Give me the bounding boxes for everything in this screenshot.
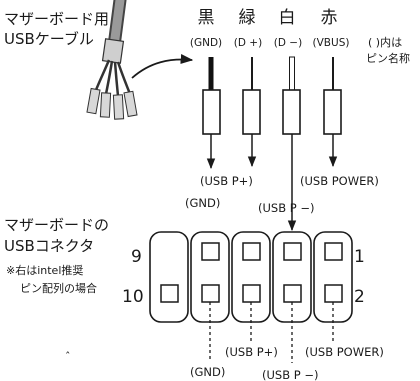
cable-label-line1: マザーボード用	[4, 10, 109, 28]
connector-slot-1	[149, 231, 189, 323]
pin-header-gnd	[202, 89, 221, 135]
wire-color-black: 黒	[198, 8, 215, 28]
pointer-arrow	[131, 53, 194, 79]
pin-header-d-minus	[282, 89, 301, 135]
top-label-usb-power: (USB POWER)	[300, 174, 379, 188]
top-label-usb-p-plus: (USB P+)	[200, 174, 253, 188]
top-label-usb-p-minus: (USB P −)	[258, 201, 314, 215]
pin-top-4	[283, 242, 302, 261]
pin-top-3	[242, 242, 261, 261]
row-number-9: 9	[131, 247, 142, 267]
pin-header-vbus	[323, 89, 342, 135]
row-number-2: 2	[354, 287, 365, 307]
pin-bottom-1	[160, 284, 179, 303]
bottom-label-gnd: (GND)	[190, 365, 225, 379]
wire-color-red: 赤	[321, 8, 338, 28]
note-line1: ( )内は	[368, 35, 402, 49]
pin-top-5	[324, 242, 343, 261]
intel-note-line2: ピン配列の場合	[20, 281, 97, 295]
pin-bottom-2	[201, 284, 220, 303]
cable-label-line2: USBケーブル	[4, 30, 94, 48]
pin-bottom-3	[242, 284, 261, 303]
wire-color-white: 白	[279, 8, 296, 28]
connector-label-line2: USBコネクタ	[4, 237, 94, 255]
bottom-label-usb-p-minus: (USB P −)	[262, 368, 318, 381]
row-number-1: 1	[354, 247, 365, 267]
pin-top-2	[201, 242, 220, 261]
row-number-10: 10	[122, 287, 144, 307]
wire-signal-d-minus: (D −)	[274, 37, 302, 49]
pin-bottom-5	[324, 284, 343, 303]
wire-signal-d-plus: (D +)	[234, 37, 262, 49]
pin-bottom-4	[283, 284, 302, 303]
stray-mark: ˆ	[65, 350, 71, 363]
intel-note-line1: ※右はintel推奨	[6, 263, 83, 277]
wire-signal-gnd: (GND)	[190, 37, 222, 49]
wire-signal-vbus: (VBUS)	[313, 37, 350, 49]
bottom-label-usb-power: (USB POWER)	[305, 345, 384, 359]
bottom-label-usb-p-plus: (USB P+)	[225, 345, 278, 359]
wire-color-green: 緑	[239, 8, 256, 28]
wire-white	[289, 56, 295, 91]
connector-label-line1: マザーボードの	[4, 216, 109, 234]
pin-header-d-plus	[242, 89, 261, 135]
usb-connector	[149, 231, 353, 323]
top-label-gnd: (GND)	[185, 196, 220, 210]
usb-cable-illustration	[86, 0, 138, 120]
note-line2: ピン名称	[366, 51, 410, 65]
